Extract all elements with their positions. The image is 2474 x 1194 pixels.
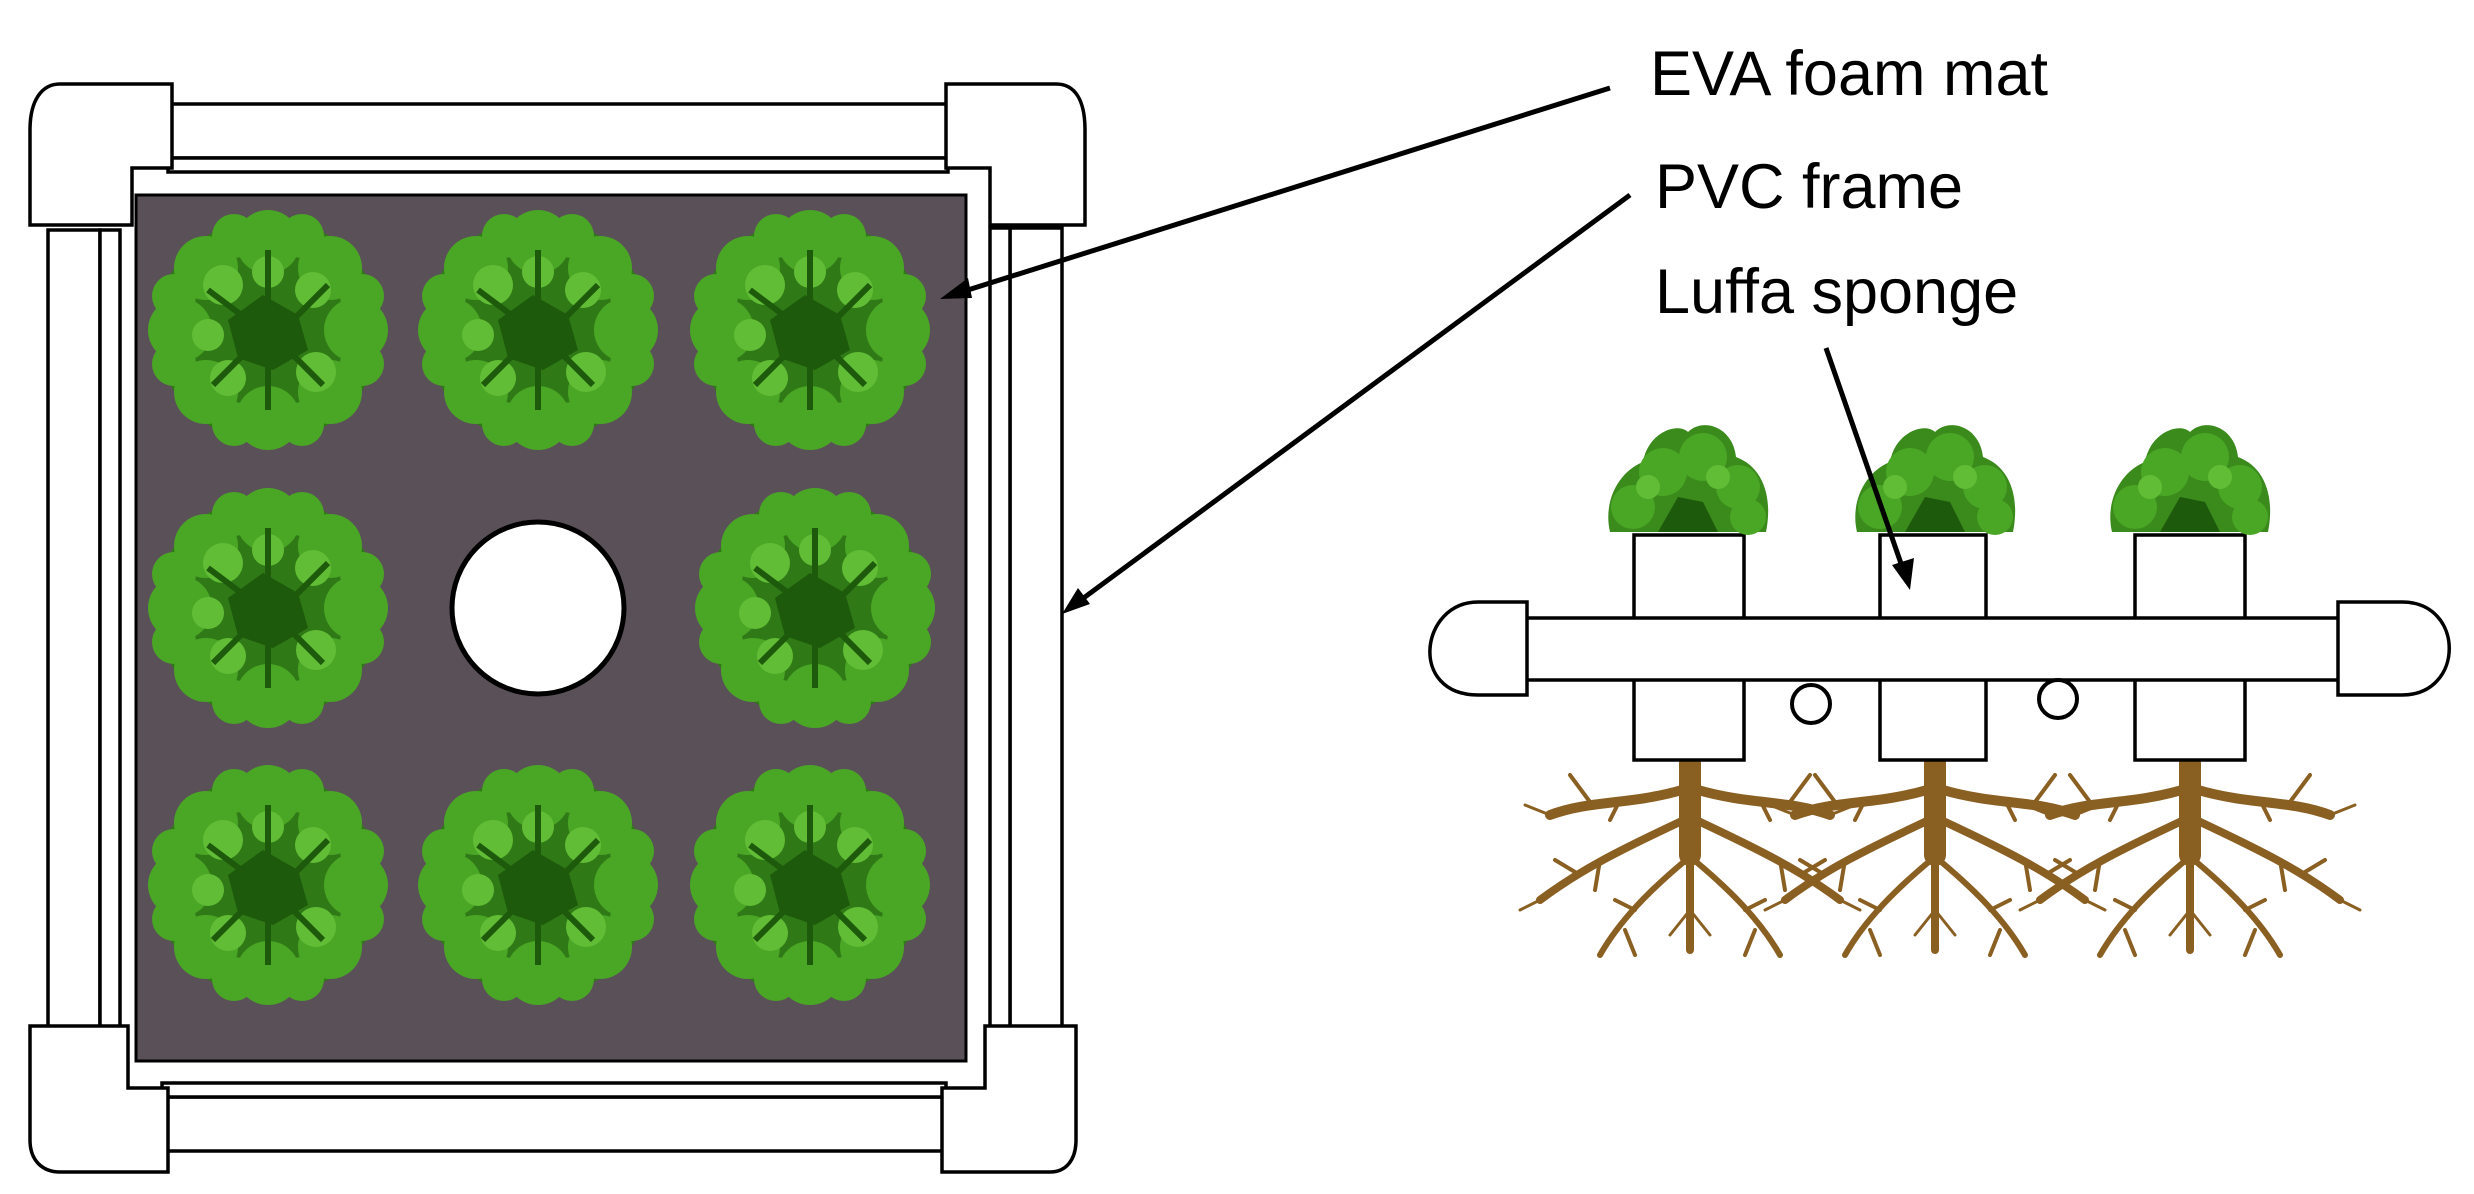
root-system-icon bbox=[1765, 760, 2105, 955]
lettuce-plant-icon bbox=[2110, 425, 2271, 535]
lettuce-plant-icon bbox=[418, 210, 658, 450]
lettuce-plant-icon bbox=[148, 210, 388, 450]
luffa-sponge-leader bbox=[1823, 347, 1908, 576]
luffa-arrowhead bbox=[1892, 558, 1914, 590]
lettuce-plant-icon bbox=[418, 765, 658, 1005]
pipe-hole bbox=[2037, 678, 2079, 720]
lettuce-plant-icon bbox=[1855, 425, 2016, 535]
root-system-icon bbox=[2020, 760, 2360, 955]
root-system-icon bbox=[1520, 760, 1860, 955]
eva-foam-mat-label: EVA foam mat bbox=[1650, 39, 2048, 109]
pvc-frame-leader bbox=[1068, 192, 1632, 611]
root-systems bbox=[1520, 760, 2360, 955]
top-view bbox=[28, 82, 1087, 1174]
eva-arrowhead bbox=[940, 278, 972, 299]
mat-hole bbox=[449, 519, 627, 697]
pvc-frame-label: PVC frame bbox=[1655, 152, 1963, 222]
eva-foam-mat-leader bbox=[951, 85, 1611, 298]
pvc-frame-side-view bbox=[1428, 600, 2451, 697]
luffa-sponge-label: Luffa sponge bbox=[1655, 257, 2018, 327]
pvc-frame-top-view bbox=[28, 82, 1087, 1174]
pvc-arrowhead bbox=[1062, 588, 1090, 614]
lettuce-plant-icon bbox=[695, 488, 935, 728]
lettuce-plant-icon bbox=[148, 488, 388, 728]
lettuce-plant-icon bbox=[1608, 425, 1769, 535]
pipe-hole bbox=[1790, 683, 1832, 725]
plants-side-view bbox=[1608, 425, 2271, 535]
lettuce-plant-icon bbox=[690, 210, 930, 450]
annotations: EVA foam mat PVC frame Luffa sponge bbox=[940, 39, 2048, 614]
side-view bbox=[1428, 425, 2451, 955]
lettuce-plant-icon bbox=[690, 765, 930, 1005]
lettuce-plant-icon bbox=[148, 765, 388, 1005]
